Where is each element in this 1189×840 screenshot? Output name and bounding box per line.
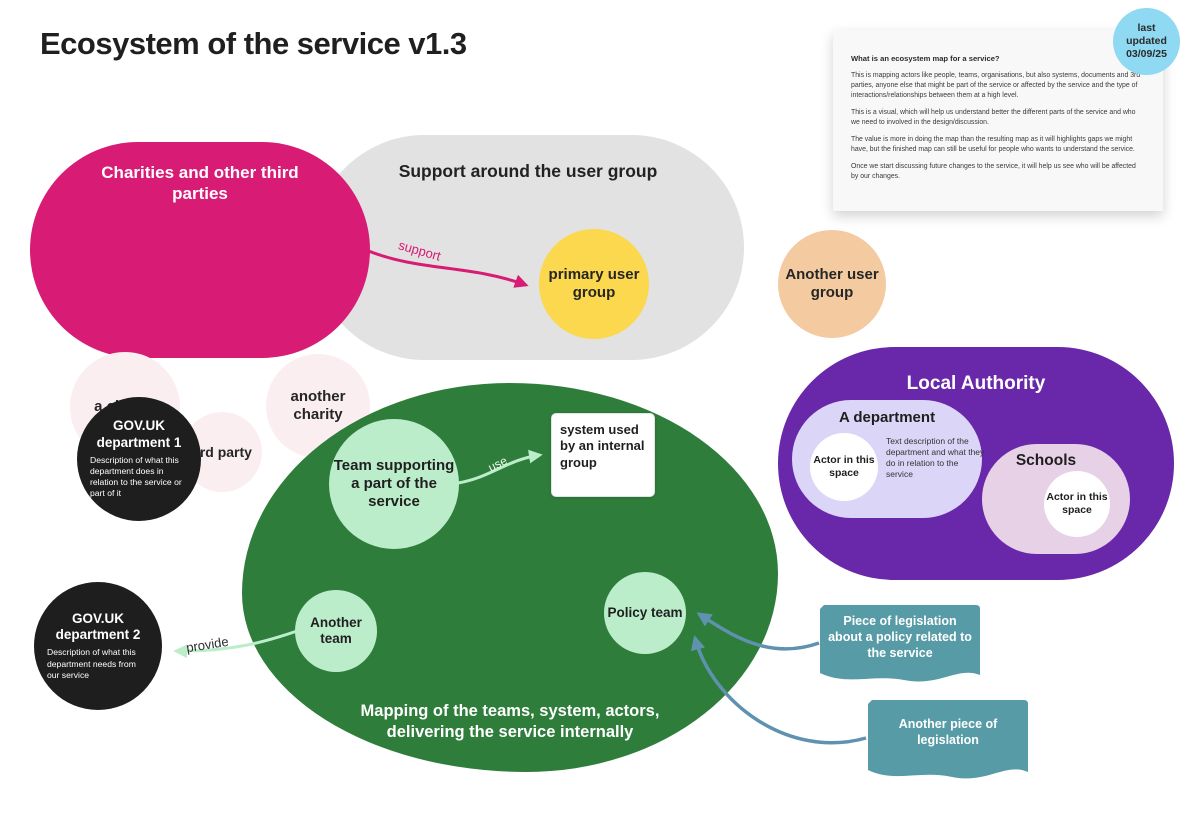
provide-arrow-label: provide	[185, 633, 230, 656]
primary-user-group-circle[interactable]: primary user group	[539, 229, 649, 339]
govuk-department-2-title: GOV.UK department 2	[55, 611, 141, 643]
department-actor-label: Actor in this space	[813, 454, 875, 479]
another-charity-label: another charity	[290, 388, 346, 423]
primary-user-group-label: primary user group	[548, 266, 640, 301]
document-shape-icon	[868, 700, 1028, 779]
schools-title: Schools	[1015, 452, 1077, 469]
govuk-department-2-description: Description of what this department need…	[47, 647, 136, 680]
legislation-piece-2[interactable]: Another piece of legislation	[868, 700, 1028, 785]
page-title: Ecosystem of the service v1.3	[40, 26, 467, 61]
legislation-piece-1[interactable]: Piece of legislation about a policy rela…	[820, 605, 980, 690]
third-party-label: 3rd party	[192, 443, 252, 460]
department-actor-circle[interactable]: Actor in this space	[810, 433, 878, 501]
another-team-label: Another team	[310, 614, 362, 646]
department-title: A department	[838, 409, 936, 426]
another-team-circle[interactable]: Another team	[295, 590, 377, 672]
schools-subgroup[interactable]: Schools Actor in this space	[982, 444, 1130, 554]
department-description: Text description of the department and w…	[886, 436, 985, 480]
last-updated-text: last updated 03/09/25	[1126, 21, 1167, 61]
support-user-group-title: Support around the user group	[398, 161, 658, 181]
charities-group[interactable]: Charities and other third parties a char…	[30, 142, 370, 492]
schools-actor-label: Actor in this space	[1046, 491, 1108, 516]
govuk-department-1-title: GOV.UK department 1	[96, 418, 182, 450]
local-authority-group[interactable]: Local Authority A department Actor in th…	[778, 347, 1174, 580]
internal-mapping-caption: Mapping of the teams, system, actors, de…	[360, 702, 660, 742]
info-note[interactable]: What is an ecosystem map for a service? …	[833, 30, 1163, 211]
internal-system-card[interactable]: system used by an internal group	[551, 413, 655, 497]
note-paragraph: The value is more in doing the map than …	[851, 136, 1135, 153]
legislation-1-label: Piece of legislation about a policy rela…	[828, 614, 972, 660]
note-paragraph: Once we start discussing future changes …	[851, 163, 1136, 180]
govuk-department-1-description: Description of what this department does…	[90, 454, 182, 499]
internal-system-label: system used by an internal group	[560, 422, 645, 470]
another-user-group-circle[interactable]: Another user group	[778, 230, 886, 338]
charities-group-title: Charities and other third parties	[101, 163, 299, 204]
policy-team-circle[interactable]: Policy team	[604, 572, 686, 654]
govuk-department-2-circle[interactable]: GOV.UK department 2 Description of what …	[34, 582, 162, 710]
last-updated-badge[interactable]: last updated 03/09/25	[1113, 8, 1180, 75]
policy-team-label: Policy team	[607, 604, 683, 620]
note-paragraph: This is a visual, which will help us und…	[851, 109, 1136, 126]
govuk-department-1-circle[interactable]: GOV.UK department 1 Description of what …	[77, 397, 201, 521]
another-user-group-label: Another user group	[785, 266, 879, 301]
department-subgroup[interactable]: A department Actor in this space Text de…	[792, 400, 984, 518]
note-heading: What is an ecosystem map for a service?	[851, 54, 1000, 63]
internal-mapping-blob[interactable]: Team supporting a part of the service An…	[242, 383, 778, 772]
team-supporting-circle[interactable]: Team supporting a part of the service	[329, 419, 459, 549]
support-user-group[interactable]: Support around the user group	[312, 135, 744, 360]
note-paragraph: This is mapping actors like people, team…	[851, 72, 1141, 99]
local-authority-title: Local Authority	[906, 373, 1046, 394]
team-supporting-label: Team supporting a part of the service	[333, 457, 455, 510]
schools-actor-circle[interactable]: Actor in this space	[1044, 471, 1110, 537]
legislation-2-label: Another piece of legislation	[898, 717, 998, 747]
